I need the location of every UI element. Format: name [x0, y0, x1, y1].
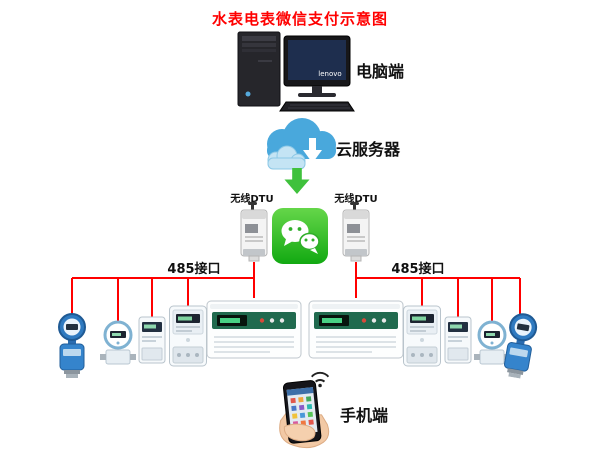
computer-label: 电脑端 [356, 62, 405, 81]
cloud-server-label: 云服务器 [336, 140, 401, 159]
phone-label: 手机端 [340, 406, 389, 425]
wechat-icon [272, 208, 328, 264]
cloud-server-icon [254, 116, 346, 174]
wireless-dtu-left-icon [239, 202, 269, 262]
electric-meter-left-icon [168, 305, 208, 367]
smart-water-meter-left-icon [52, 312, 92, 378]
wifi-signal-icon [311, 371, 330, 383]
wireless-dtu-right-icon [341, 202, 371, 262]
smartphone-hand-icon [266, 366, 338, 450]
water-meter-right-icon [474, 320, 510, 368]
smart-water-meter-right-icon [495, 309, 546, 381]
collector-controller-right-icon [308, 298, 404, 360]
bus-left-label: 485接口 [167, 262, 221, 277]
electric-meter-right-icon [402, 305, 442, 367]
water-meter-left-icon [100, 320, 136, 368]
bus-right-label: 485接口 [391, 262, 445, 277]
phone-app-grid [290, 396, 314, 427]
diagram-title: 水表电表微信支付示意图 [211, 10, 388, 28]
cloud-download-arrow [309, 138, 316, 151]
dtu-right-label: 无线DTU [334, 194, 378, 205]
electric-meter-small-right-icon [444, 316, 472, 364]
dtu-left-label: 无线DTU [230, 194, 274, 205]
desktop-computer-icon: lenovo [232, 30, 356, 114]
monitor-brand-text: lenovo [318, 70, 341, 78]
electric-meter-small-left-icon [138, 316, 166, 364]
down-arrow-icon [284, 168, 310, 194]
collector-controller-left-icon [206, 298, 302, 360]
